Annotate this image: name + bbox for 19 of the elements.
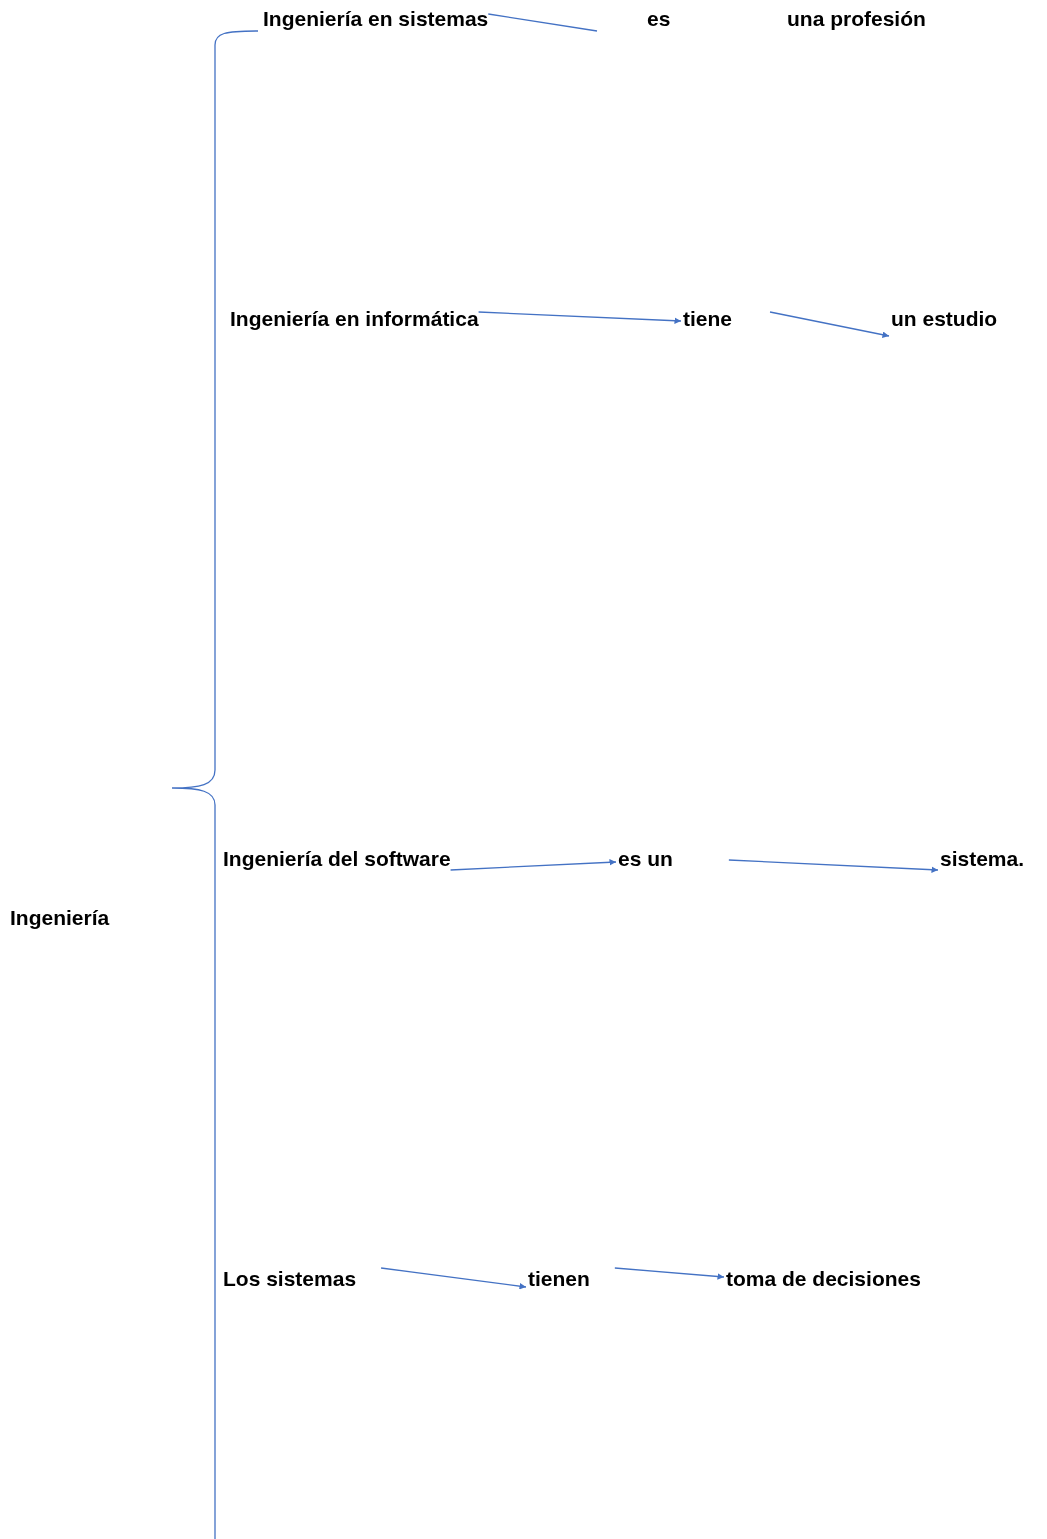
concept-text: un estudio — [891, 306, 998, 332]
concept-text: Ingeniería en sistemas — [263, 6, 489, 32]
concept-text: toma de decisiones — [726, 1266, 921, 1292]
concept-text: una profesión — [787, 6, 926, 32]
concept-text: tienen — [528, 1266, 590, 1292]
concept-text: sistema. — [940, 846, 1025, 872]
arrow — [614, 1267, 725, 1280]
arrow — [380, 1267, 527, 1290]
concept-text: es — [647, 6, 671, 32]
arrow — [449, 859, 617, 871]
arrow — [728, 859, 939, 873]
concept-text: Los sistemas — [223, 1266, 357, 1292]
concept-text: Ingeniería en informática — [230, 306, 479, 332]
concept-text: Ingeniería del software — [223, 846, 451, 872]
concept-text: Ingeniería — [10, 905, 110, 931]
arrow — [477, 311, 682, 324]
concept-text: tiene — [683, 306, 732, 332]
concept-text: es un — [618, 846, 673, 872]
arrow — [769, 311, 890, 338]
